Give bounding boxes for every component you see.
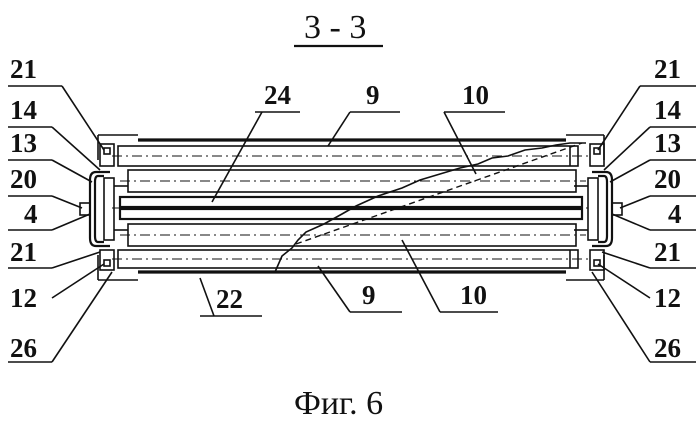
assembly-body (80, 135, 622, 280)
label-26-left: 26 (10, 333, 37, 363)
section-title: 3 - 3 (304, 9, 366, 46)
label-14-left: 14 (10, 95, 37, 125)
tube-row-3 (120, 224, 586, 246)
label-22: 22 (216, 284, 243, 314)
label-4-left: 4 (24, 199, 38, 229)
label-21-top-right: 21 (654, 54, 681, 84)
label-13-left: 13 (10, 128, 37, 158)
label-20-left: 20 (10, 164, 37, 194)
label-10-bottom: 10 (460, 280, 487, 310)
figure-caption: Фиг. 6 (294, 385, 383, 422)
tube-row-2 (120, 170, 586, 192)
label-9-top: 9 (366, 80, 380, 110)
label-20-right: 20 (654, 164, 681, 194)
tube-row-1 (112, 146, 588, 166)
label-21-top-left: 21 (10, 54, 37, 84)
label-26-right: 26 (654, 333, 681, 363)
label-24: 24 (264, 80, 291, 110)
label-10-top: 10 (462, 80, 489, 110)
label-14-right: 14 (654, 95, 681, 125)
label-21-bottom-right: 21 (654, 237, 681, 267)
label-9-bottom: 9 (362, 280, 376, 310)
cutaway-dashed (296, 143, 582, 244)
label-12-right: 12 (654, 283, 681, 313)
label-4-right: 4 (668, 199, 682, 229)
left-callouts: 21 14 13 20 4 21 12 26 (8, 54, 112, 363)
label-13-right: 13 (654, 128, 681, 158)
label-12-left: 12 (10, 283, 37, 313)
tube-row-4 (112, 250, 588, 268)
label-21-bottom-left: 21 (10, 237, 37, 267)
